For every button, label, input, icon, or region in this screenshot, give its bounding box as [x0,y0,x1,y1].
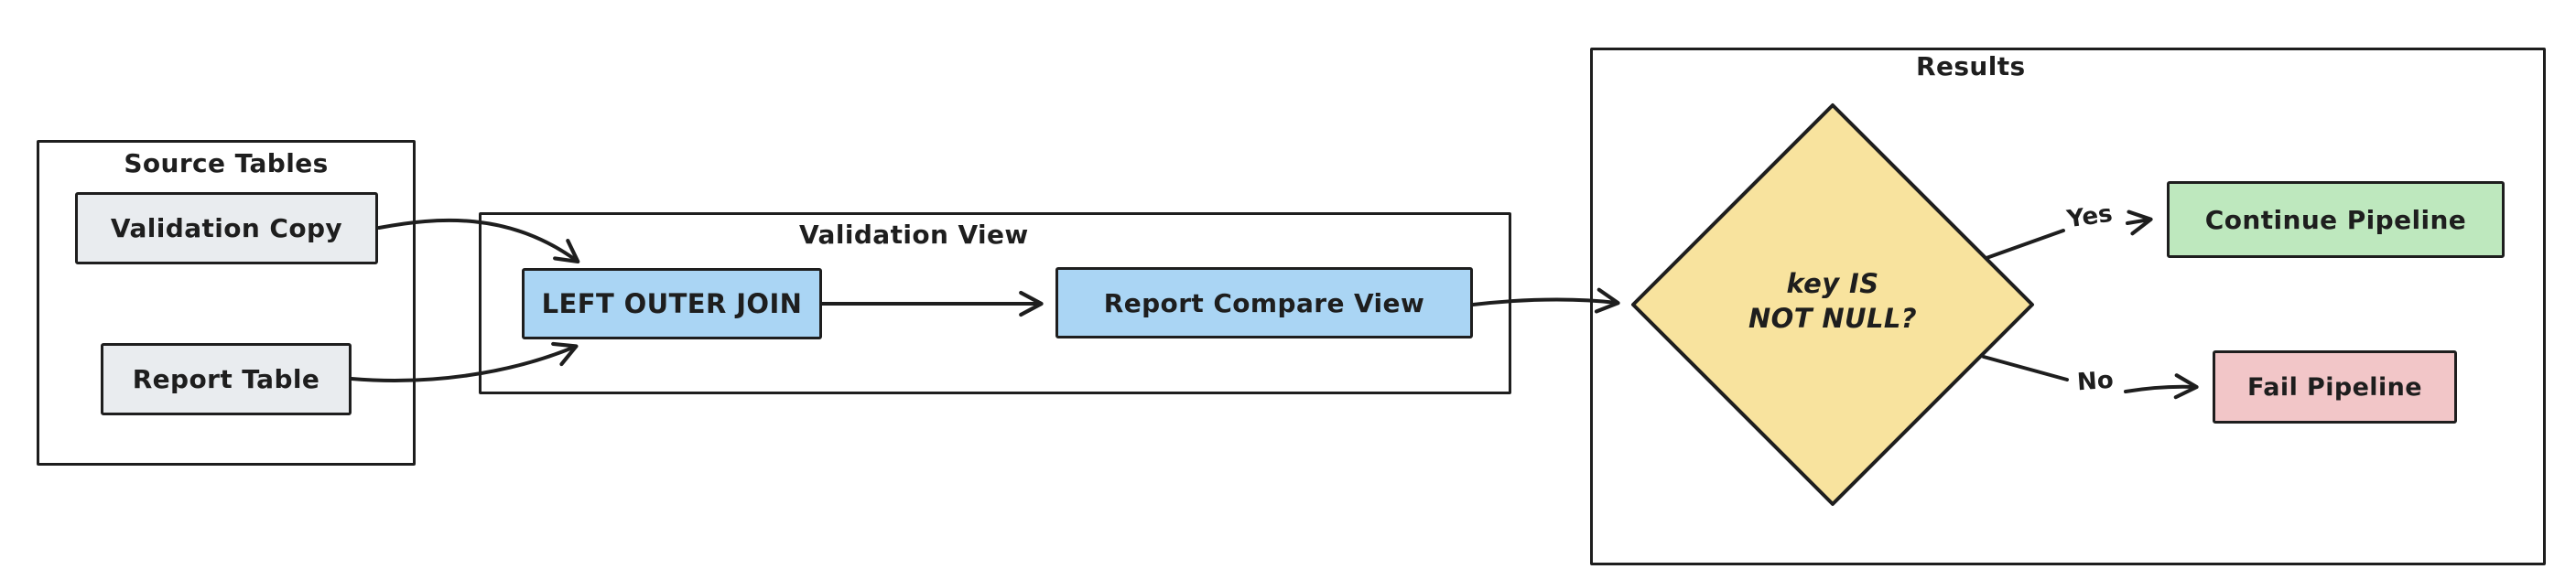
decision-label-line1: key IS [1786,268,1879,299]
continue-pipeline-node: Continue Pipeline [2167,181,2505,258]
left-outer-join-node: LEFT OUTER JOIN [522,268,822,339]
validation-copy-label: Validation Copy [110,213,343,243]
continue-pipeline-label: Continue Pipeline [2204,204,2467,235]
report-compare-view-node: Report Compare View [1055,267,1473,338]
results-container [1590,48,2546,565]
report-table-label: Report Table [132,364,320,394]
report-table-node: Report Table [101,343,352,415]
decision-label: key IS NOT NULL? [1695,266,1970,336]
decision-label-line2: NOT NULL? [1748,303,1917,334]
no-edge-label: No [2076,366,2115,397]
results-title: Results [1916,51,2026,81]
source-tables-container [37,140,416,466]
source-tables-title: Source Tables [124,148,329,178]
validation-view-title: Validation View [799,220,1029,250]
fail-pipeline-node: Fail Pipeline [2213,350,2457,424]
left-outer-join-label: LEFT OUTER JOIN [541,288,803,319]
fail-pipeline-label: Fail Pipeline [2247,372,2422,402]
validation-copy-node: Validation Copy [75,192,378,264]
report-compare-view-label: Report Compare View [1103,287,1425,318]
